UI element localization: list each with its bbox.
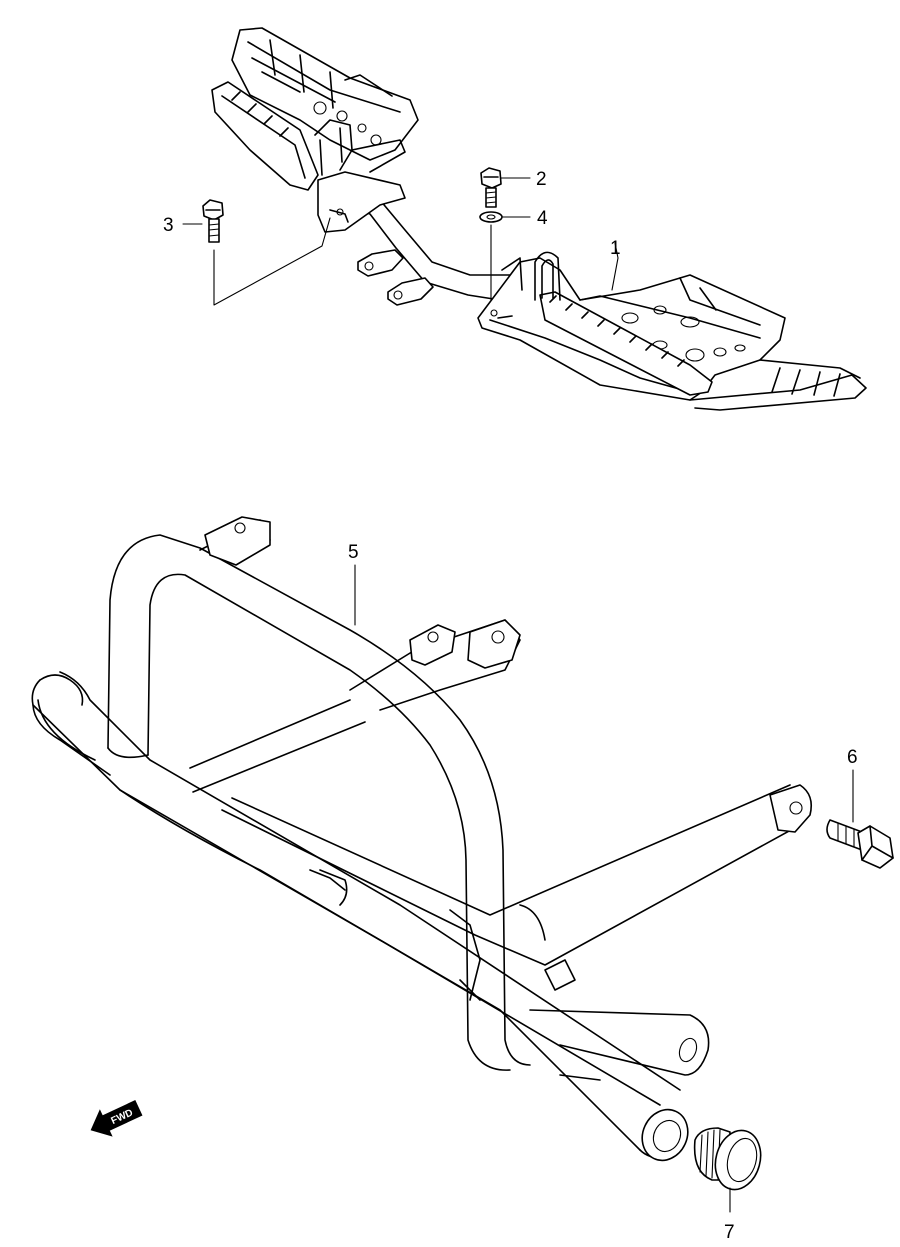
footrest-assembly: [211, 27, 867, 411]
callout-1: 1: [610, 238, 621, 259]
install-line-3: [213, 217, 331, 306]
callout-5: 5: [348, 542, 359, 563]
forward-arrow-icon: [90, 1100, 143, 1137]
callout-3: 3: [163, 215, 174, 236]
left-footrest-plate: [211, 27, 419, 191]
bolt-part-3: [182, 199, 331, 306]
callout-2: 2: [536, 169, 547, 190]
plug-part-7: [693, 1127, 762, 1213]
right-footrest-plate: [477, 251, 867, 411]
bolt-part-6: [826, 769, 894, 869]
callout-4: 4: [537, 208, 548, 229]
footrest-cross-tube: [317, 171, 521, 306]
forward-direction-badge: FWD: [90, 1100, 143, 1137]
bumper-part-5: [31, 516, 813, 1162]
washer-part-4: [479, 211, 531, 223]
bolt-part-2: [480, 167, 531, 208]
callout-6: 6: [847, 747, 858, 768]
callout-7: 7: [724, 1222, 735, 1243]
